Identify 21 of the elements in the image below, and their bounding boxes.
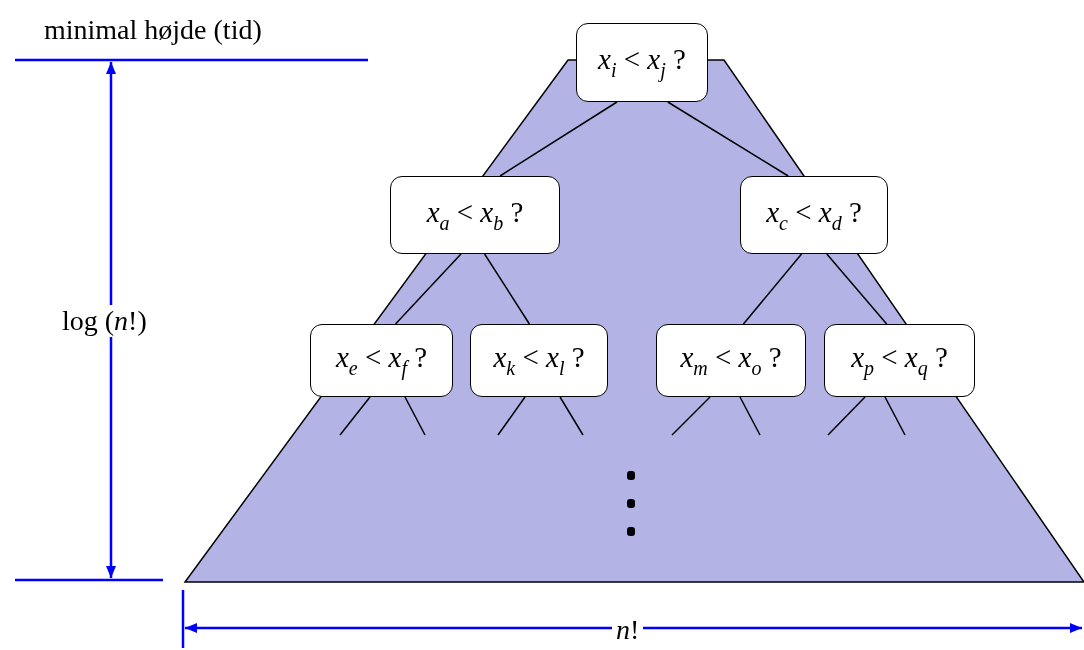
comparison-text: x$_{i}$ < x$_{j}$ ?: [598, 43, 686, 82]
branch-stub: [559, 396, 584, 436]
comparison-text: x$_{m}$ < x$_{o}$ ?: [680, 341, 782, 380]
comparison-text: x$_{p}$ < x$_{q}$ ?: [851, 341, 948, 380]
tree-edge: [483, 253, 531, 325]
branch-stub: [671, 396, 711, 436]
branch-stub: [739, 396, 761, 436]
branch-stub: [339, 396, 371, 436]
tree-edge: [667, 101, 789, 177]
branch-stub: [827, 396, 866, 436]
branch-stub: [884, 396, 906, 436]
comparison-text: x$_{c}$ < x$_{d}$ ?: [766, 195, 862, 235]
comparison-text: x$_{e}$ < x$_{f}$ ?: [335, 341, 428, 380]
tree-edge: [742, 253, 803, 325]
tree-edge: [394, 253, 462, 325]
comparison-text: x$_{a}$ < x$_{b}$ ?: [426, 195, 524, 235]
comparison-text: x$_{k}$ < x$_{l}$ ?: [493, 341, 585, 380]
tree-edge: [499, 101, 618, 177]
tree-edge: [826, 253, 888, 325]
branch-stub: [497, 396, 526, 436]
branch-stub: [404, 396, 426, 436]
